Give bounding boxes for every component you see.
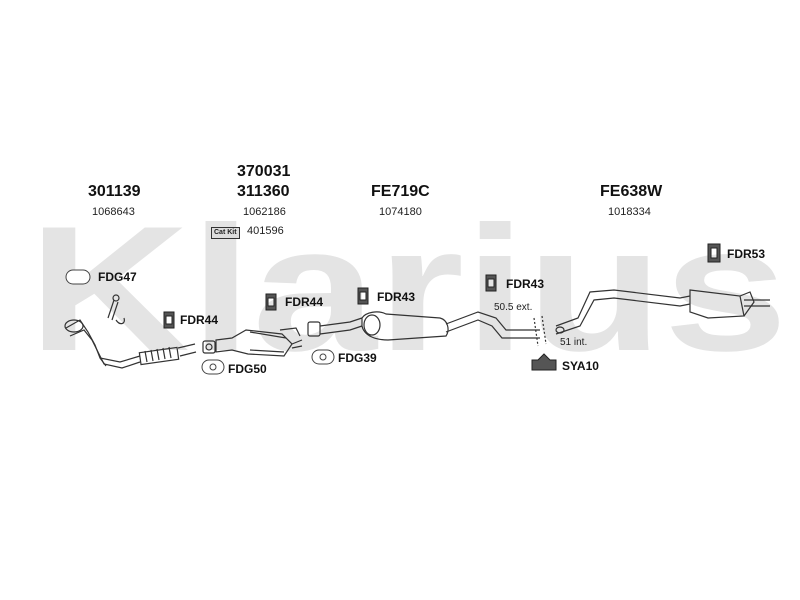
measurement-int: 51 int. [560,337,588,348]
lambda-sensor [107,299,119,321]
label-sya10: SYA10 [562,359,599,373]
header-ref-1: 1068643 [92,206,135,218]
klarius-watermark: Klarius [28,218,788,368]
front-pipe [65,319,141,363]
clamp-sya10-icon [531,353,557,371]
label-fdr44-b: FDR44 [285,295,324,309]
hanger-fdr43-a-icon [357,287,369,305]
label-fdg39: FDG39 [338,351,377,365]
rear-silencer [689,289,745,319]
hanger-fdr43-b-icon [485,274,497,292]
hanger-fdr53-icon [707,243,721,263]
header-code-2-top: 370031 [237,163,291,180]
gasket-fdg50-icon [201,359,225,375]
hanger-fdr44-b-icon [265,293,277,311]
manifold-flange [64,319,84,333]
flex-pipe [138,346,180,366]
hanger-fdr44-a-icon [163,311,175,329]
gasket-fdg47-icon [65,269,91,285]
watermark-text: Klarius [28,218,788,368]
gasket-fdg39-icon [311,349,335,365]
label-fdg47: FDG47 [98,270,137,284]
intermediate-pipe [319,317,363,327]
header-code-4: FE638W [600,183,663,200]
label-fdr43-b: FDR43 [506,277,545,291]
catkit-ref: 401596 [247,225,284,237]
header-ref-2: 1062186 [243,206,286,218]
label-fdr44-a: FDR44 [180,313,219,327]
label-fdr43-a: FDR43 [377,290,416,304]
header-ref-4: 1018334 [608,206,651,218]
header-code-1: 301139 [88,183,141,200]
measurement-ext: 50.5 ext. [494,302,533,313]
header-ref-3: 1074180 [379,206,422,218]
header-code-2: 311360 [237,183,290,200]
label-fdg50: FDG50 [228,362,267,376]
catkit-badge: Cat Kit [211,227,240,239]
label-fdr53: FDR53 [727,247,766,261]
rear-pipe [555,289,691,327]
centre-silencer [361,311,449,341]
catalytic-converter [215,329,293,357]
header-code-3: FE719C [371,183,430,200]
